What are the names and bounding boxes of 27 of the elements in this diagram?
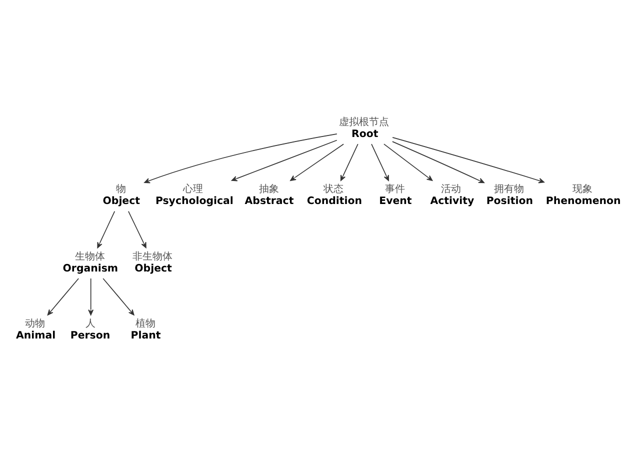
node-text: 现象 Phenomenon — [546, 184, 621, 208]
arrow — [231, 140, 338, 182]
node-text: 动物 Animal — [16, 318, 56, 342]
node-text: 心理 Psychological — [155, 184, 234, 208]
node-text: 拥有物 Position — [486, 184, 533, 208]
arrow — [97, 210, 116, 248]
arrow — [371, 144, 389, 181]
arrow — [392, 141, 484, 184]
node-text: 非生物体 Object — [132, 251, 173, 274]
node-text: 状态 Condition — [306, 184, 362, 208]
arrow — [144, 134, 338, 184]
arrow — [384, 144, 433, 181]
arrow — [392, 137, 544, 184]
arrow — [88, 278, 94, 316]
node-text: 人 Person — [70, 318, 110, 342]
node-text: 植物 Plant — [130, 318, 161, 342]
arrow — [47, 278, 79, 316]
node-text: 物 Object — [102, 184, 140, 208]
arrow — [128, 210, 146, 248]
node-text: 事件 Event — [379, 184, 412, 208]
node-text: 虚拟根节点 Root — [339, 116, 390, 140]
node-text: 生物体 Organism — [62, 251, 118, 274]
arrow — [102, 278, 134, 316]
arrow — [340, 144, 358, 181]
arrow — [290, 144, 344, 181]
node-text: 活动 Activity — [430, 184, 474, 208]
node-text: 抽象 Abstract — [244, 184, 294, 208]
